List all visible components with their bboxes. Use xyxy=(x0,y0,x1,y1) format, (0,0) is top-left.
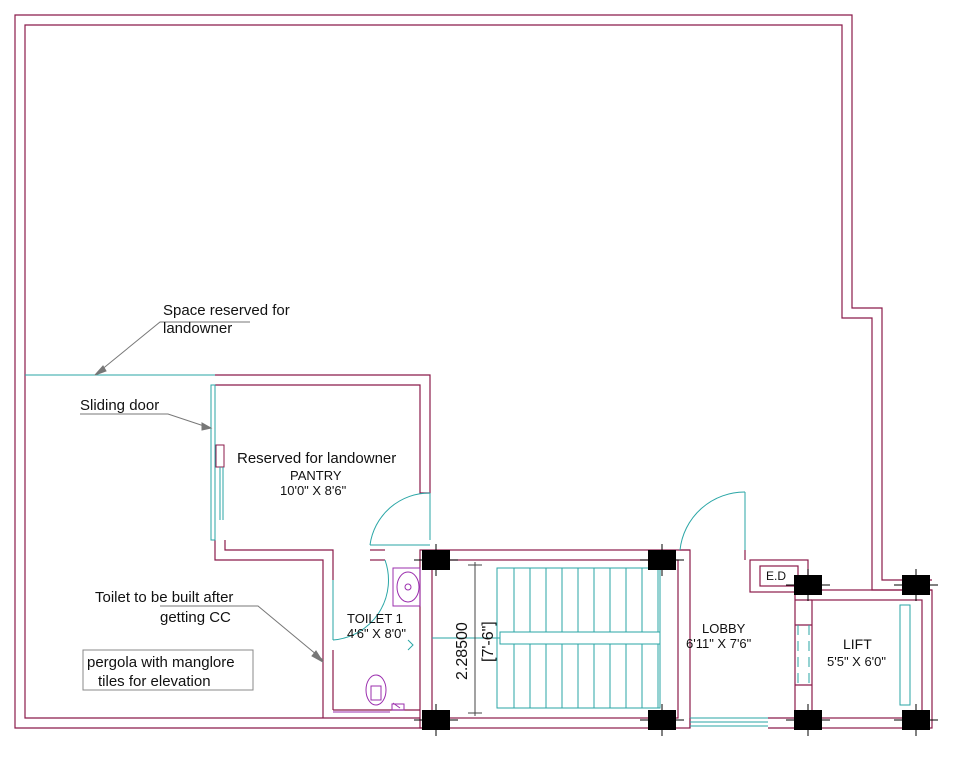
wash-basin-icon xyxy=(396,571,420,603)
leaders xyxy=(80,321,324,691)
space-reserved-label: Space reserved for xyxy=(163,302,290,319)
toilet-note-label: Toilet to be built after xyxy=(95,589,233,606)
lobby-size: 6'11" X 7'6" xyxy=(686,636,752,651)
lift-size: 5'5" X 6'0" xyxy=(827,654,886,669)
column-icon xyxy=(640,544,684,576)
pantry-name: PANTRY xyxy=(290,468,342,483)
column-icon xyxy=(414,544,458,576)
stair-dimension-imperial: [7'-6"] xyxy=(480,621,497,662)
stair xyxy=(432,562,661,716)
stair-treads xyxy=(513,568,659,708)
toilet-size: 4'6" X 8'0" xyxy=(347,626,406,641)
pergola-note-label-2: tiles for elevation xyxy=(98,673,211,690)
column-icon xyxy=(640,704,684,736)
toilet-name: TOILET 1 xyxy=(347,611,403,626)
space-reserved-label-2: landowner xyxy=(163,320,232,337)
column-icon xyxy=(894,704,938,736)
pantry-size: 10'0" X 8'6" xyxy=(280,483,347,498)
column-icon xyxy=(414,704,458,736)
outer-walls xyxy=(14,14,933,729)
toilet-note-label-2: getting CC xyxy=(160,609,231,626)
stair-dimension: 2.28500 xyxy=(454,622,471,680)
lift-name: LIFT xyxy=(843,636,872,652)
columns xyxy=(414,544,938,736)
doors xyxy=(210,384,911,727)
column-icon xyxy=(894,569,938,601)
toilet-fixtures xyxy=(333,567,421,713)
ed-label: E.D xyxy=(766,569,786,583)
column-icon xyxy=(786,569,830,601)
sliding-door-label: Sliding door xyxy=(80,397,159,414)
pantry-reserved-label: Reserved for landowner xyxy=(237,450,396,467)
wc-icon xyxy=(365,674,387,706)
lobby-name: LOBBY xyxy=(702,621,746,636)
column-icon xyxy=(786,704,830,736)
pergola-note-label: pergola with manglore xyxy=(87,654,235,671)
